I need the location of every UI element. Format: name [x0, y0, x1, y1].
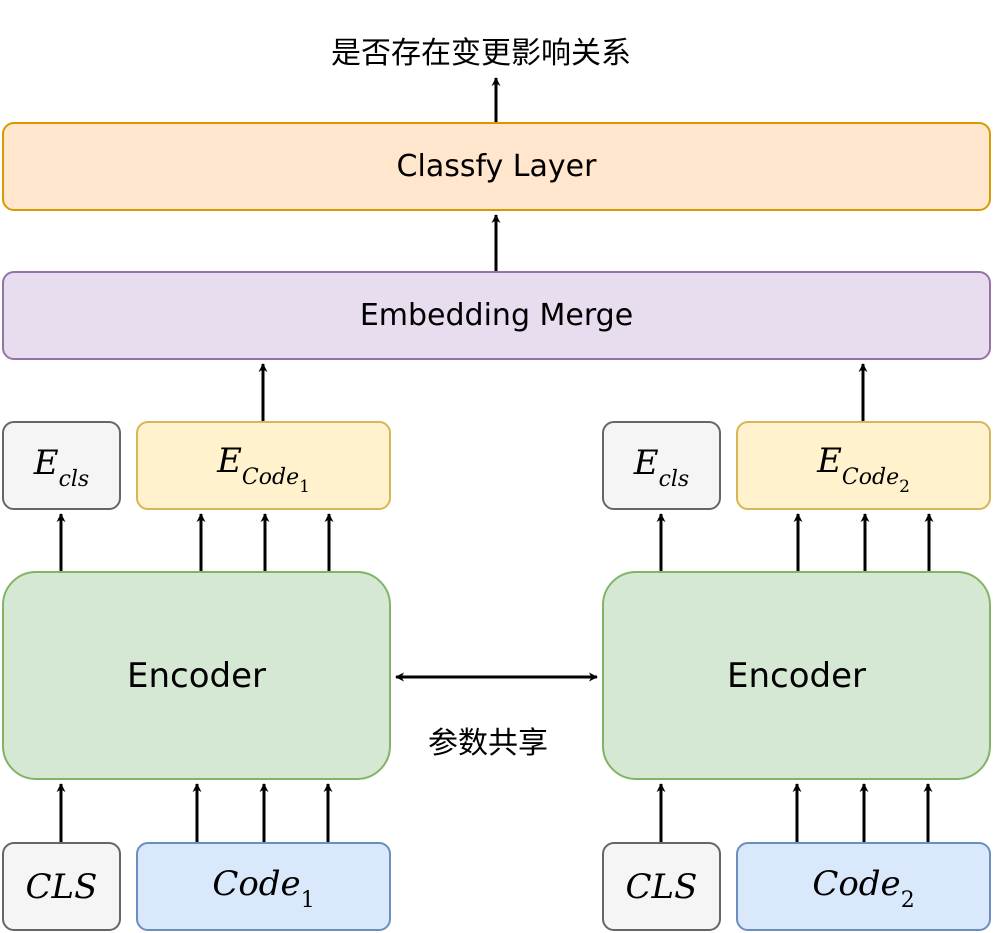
left-encoder-label: Encoder	[126, 655, 266, 696]
left-code-label: Code1	[212, 864, 315, 913]
left-code-input: Code1	[136, 842, 391, 931]
right-code-input: Code2	[736, 842, 991, 931]
right-encoder: Encoder	[602, 571, 991, 780]
right-cls-label: CLS	[625, 866, 698, 907]
right-encoder-label: Encoder	[726, 655, 866, 696]
left-e-code: ECode1	[136, 421, 391, 510]
right-cls-input: CLS	[602, 842, 721, 931]
left-cls-input: CLS	[2, 842, 121, 931]
right-e-cls: Ecls	[602, 421, 721, 510]
classify-layer: Classfy Layer	[2, 122, 991, 211]
left-cls-label: CLS	[25, 866, 98, 907]
embedding-merge-label: Embedding Merge	[359, 298, 634, 333]
left-e-cls: Ecls	[2, 421, 121, 510]
output-label: 是否存在变更影响关系	[331, 36, 631, 71]
right-e-code-label: ECode2	[817, 440, 910, 498]
left-e-code-label: ECode1	[217, 440, 310, 498]
right-e-code: ECode2	[736, 421, 991, 510]
embedding-merge: Embedding Merge	[2, 271, 991, 360]
right-code-label: Code2	[812, 864, 915, 913]
left-e-cls-label: Ecls	[33, 443, 90, 492]
left-encoder: Encoder	[2, 571, 391, 780]
right-e-cls-label: Ecls	[633, 443, 690, 492]
classify-layer-label: Classfy Layer	[396, 149, 597, 184]
shared-params-label: 参数共享	[428, 726, 548, 761]
